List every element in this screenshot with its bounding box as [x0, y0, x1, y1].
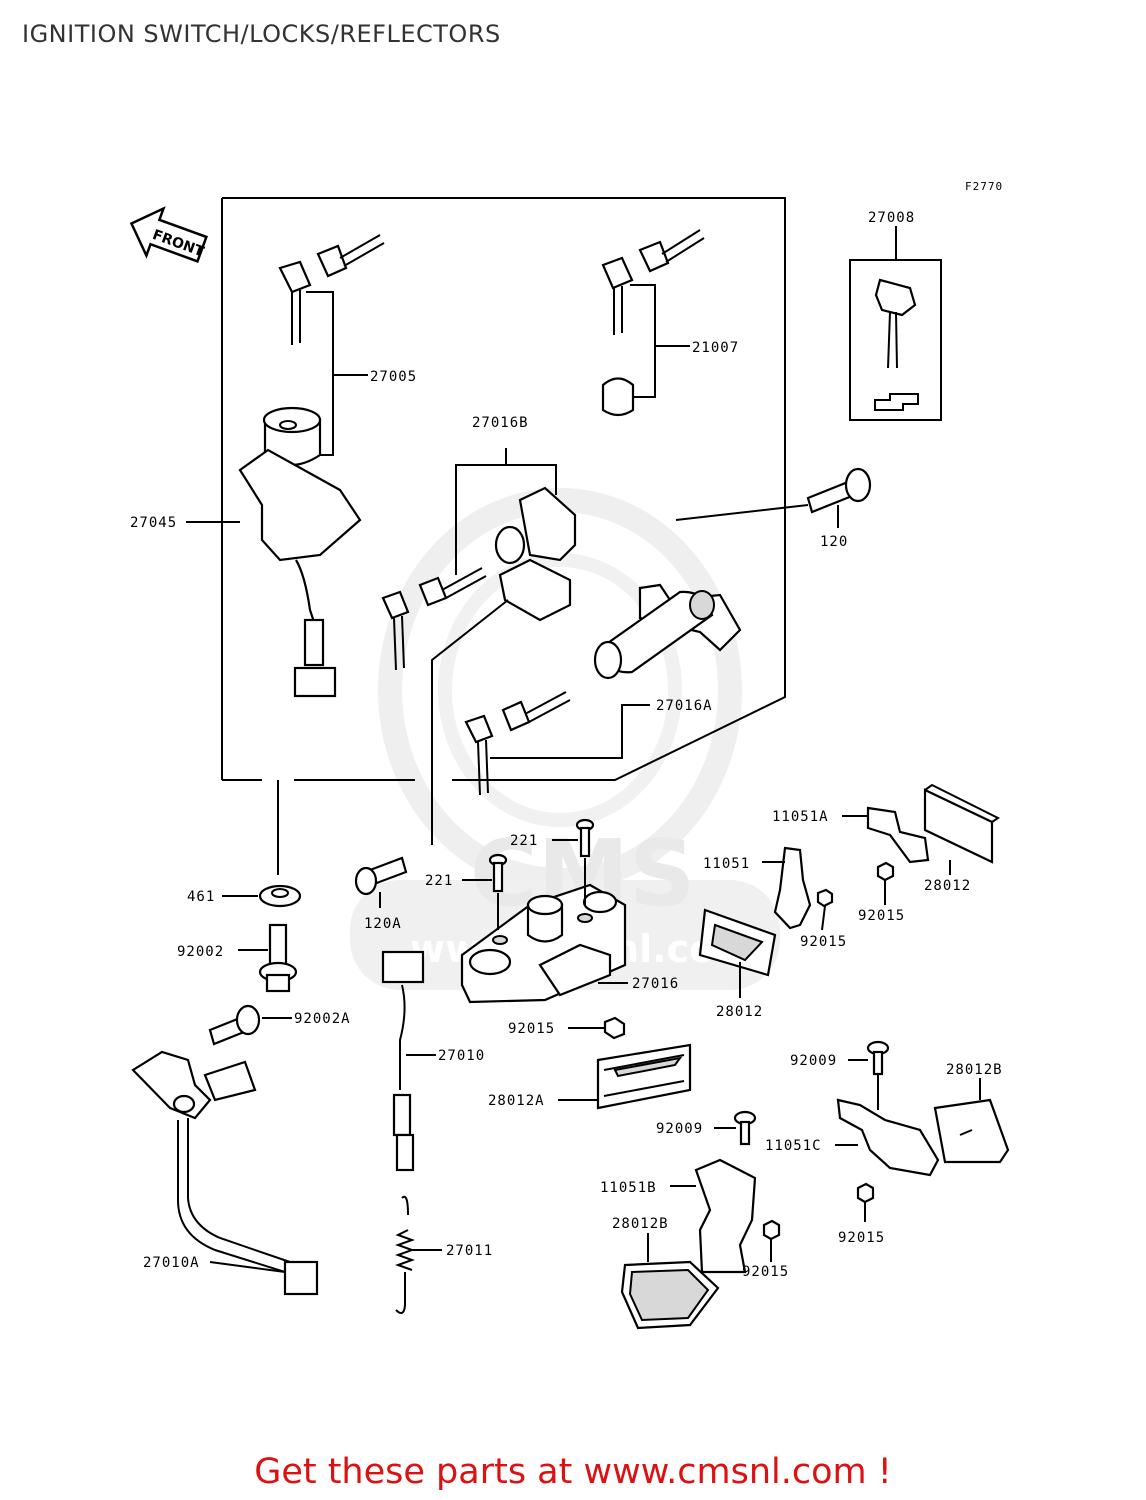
- callout-221-lower: 221: [425, 873, 453, 889]
- switch-27010-icon: [381, 950, 436, 1172]
- leader-120a: [431, 599, 509, 845]
- callout-92002: 92002: [177, 944, 224, 960]
- footer-cta-link[interactable]: Get these parts at www.cmsnl.com !: [254, 1452, 892, 1492]
- bracket-11051-icon: [762, 846, 834, 931]
- callout-27016: 27016: [632, 976, 679, 992]
- callout-27005: 27005: [370, 369, 417, 385]
- callout-28012-center: 28012: [716, 1004, 763, 1020]
- callout-28012b-left: 28012B: [612, 1216, 669, 1232]
- reflector-28012b-right-icon: [933, 1078, 1010, 1164]
- lock-27016a-icon: [464, 504, 809, 796]
- bolt-120a-icon: [354, 856, 408, 908]
- callout-92009-right: 92009: [790, 1053, 837, 1069]
- callout-11051: 11051: [703, 856, 750, 872]
- bolt-92002a-icon: [208, 1004, 292, 1046]
- callout-27016b: 27016B: [472, 415, 529, 431]
- callout-28012b-right: 28012B: [946, 1062, 1003, 1078]
- reflector-28012a-icon: [558, 1043, 692, 1110]
- callout-21007: 21007: [692, 340, 739, 356]
- figure-code: F2770: [965, 180, 1003, 193]
- leader-lines: [186, 521, 598, 1101]
- callout-27010: 27010: [438, 1048, 485, 1064]
- callout-27008: 27008: [868, 210, 915, 226]
- assembly-frame: [221, 197, 786, 781]
- callout-92015-lower-right: 92015: [838, 1230, 885, 1246]
- reflector-28012-right-icon: [923, 783, 1000, 875]
- key-pair-21007-icon: [601, 229, 705, 417]
- callout-92002a: 92002A: [294, 1011, 351, 1027]
- callout-11051c: 11051C: [765, 1138, 822, 1154]
- page-title: IGNITION SWITCH/LOCKS/REFLECTORS: [22, 20, 501, 48]
- screw-221-icon: [462, 818, 595, 930]
- callout-11051a: 11051A: [772, 809, 829, 825]
- reflector-28012-center-icon: [698, 908, 777, 998]
- nut-92015-icon: [568, 1016, 626, 1040]
- callout-28012-right: 28012: [924, 878, 971, 894]
- callout-92015-upper-right: 92015: [858, 908, 905, 924]
- callout-92015-center: 92015: [800, 934, 847, 950]
- bolt-92002-icon: [238, 923, 298, 993]
- washer-461-icon: [222, 884, 302, 908]
- reflector-28012b-left-icon: [620, 1233, 720, 1330]
- callout-120: 120: [820, 534, 848, 550]
- key-pair-27005-icon: [278, 234, 385, 456]
- callout-27045: 27045: [130, 515, 177, 531]
- lock-27016b-icon: [381, 448, 577, 671]
- ignition-switch-27045-icon: [222, 406, 362, 698]
- callout-221-upper: 221: [510, 833, 538, 849]
- callout-92015-lower-center: 92015: [742, 1264, 789, 1280]
- callout-92009-left: 92009: [656, 1121, 703, 1137]
- bracket-11051c-icon: [835, 1040, 940, 1222]
- bracket-11051b-icon: [670, 1110, 781, 1274]
- front-arrow-icon: FRONT: [129, 206, 208, 263]
- callout-92015-near-bracket: 92015: [508, 1021, 555, 1037]
- callout-27010a: 27010A: [143, 1255, 200, 1271]
- neutral-switch-27010a-icon: [131, 1050, 319, 1296]
- callout-27011: 27011: [446, 1243, 493, 1259]
- callout-120a: 120A: [364, 916, 402, 932]
- callout-11051b: 11051B: [600, 1180, 657, 1196]
- bracket-11051a-icon: [842, 806, 930, 905]
- callout-461: 461: [187, 889, 215, 905]
- bracket-27016-icon: [460, 883, 628, 1004]
- callout-27016a: 27016A: [656, 698, 713, 714]
- spring-27011-icon: [395, 1195, 442, 1315]
- callout-28012a: 28012A: [488, 1093, 545, 1109]
- key-27008-box: [849, 226, 942, 421]
- bolt-120-icon: [806, 467, 872, 528]
